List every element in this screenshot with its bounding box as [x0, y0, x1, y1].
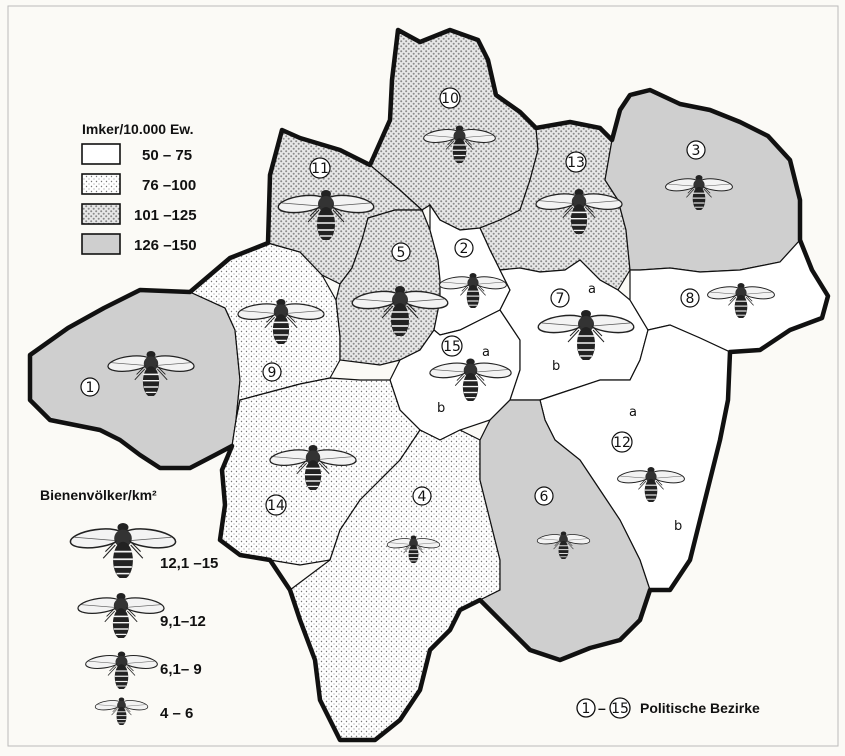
sub-area-12b: b: [674, 519, 682, 534]
legend-colonies-range-4: 4 – 6: [160, 705, 193, 722]
svg-text:6: 6: [540, 489, 549, 505]
legend-swatch-hatch: [81, 203, 121, 225]
svg-text:8: 8: [686, 291, 695, 307]
legend-beekeepers: Imker/10.000 Ew. 50 – 75 76 –100 101 –12…: [81, 121, 197, 255]
district-label-8: 8: [680, 288, 700, 308]
footnote-dash: –: [598, 700, 606, 716]
legend-beekeepers-title: Imker/10.000 Ew.: [82, 121, 194, 137]
svg-text:4: 4: [418, 489, 427, 505]
svg-text:5: 5: [397, 245, 406, 261]
legend-range-3: 101 –125: [134, 207, 197, 224]
legend-swatch-dots: [81, 173, 121, 195]
svg-text:3: 3: [692, 143, 701, 159]
district-label-13: 13: [565, 151, 587, 173]
district-label-12: 12: [611, 431, 633, 453]
district-label-15: 15: [441, 335, 463, 357]
sub-area-letters: a b a b a b: [437, 282, 682, 534]
legend-colonies: Bienenvölker/km² 12,1 –15 9,1–12 6,1– 9 …: [40, 487, 218, 725]
svg-text:9: 9: [268, 365, 277, 381]
district-label-2: 2: [454, 238, 474, 258]
district-label-11: 11: [309, 157, 331, 179]
legend-range-1: 50 – 75: [142, 147, 192, 164]
sub-area-15b: b: [437, 401, 445, 416]
svg-text:2: 2: [460, 241, 469, 257]
svg-text:7: 7: [556, 291, 565, 307]
svg-text:13: 13: [567, 155, 585, 171]
state-border: [27, 27, 831, 743]
sub-area-7a: a: [588, 282, 596, 297]
svg-text:14: 14: [267, 498, 285, 514]
district-label-5: 5: [391, 242, 411, 262]
district-label-7: 7: [550, 288, 570, 308]
district-label-3: 3: [686, 140, 706, 160]
legend-colonies-range-2: 9,1–12: [160, 613, 206, 630]
district-labels: 1 2 3 4 5 6 7 8 9 10 11 12 13 14 15: [80, 87, 706, 516]
footnote-symbol-from: 1: [582, 701, 591, 717]
district-label-14: 14: [265, 494, 287, 516]
district-label-1: 1: [80, 377, 100, 397]
district-label-10: 10: [439, 87, 461, 109]
sub-area-7b: b: [552, 359, 560, 374]
legend-bee-icon-medium: [76, 592, 166, 638]
footnote-symbol-to: 15: [611, 701, 629, 717]
legend-swatch-white: [81, 143, 121, 165]
svg-text:11: 11: [311, 161, 329, 177]
legend-range-2: 76 –100: [142, 177, 196, 194]
sub-area-12a: a: [629, 405, 637, 420]
svg-text:10: 10: [441, 91, 459, 107]
legend-colonies-title: Bienenvölker/km²: [40, 487, 157, 503]
district-label-9: 9: [262, 362, 282, 382]
legend-bee-icon-smallest: [94, 697, 149, 725]
footnote-label: Politische Bezirke: [640, 700, 760, 716]
legend-colonies-range-1: 12,1 –15: [160, 555, 218, 572]
svg-text:1: 1: [86, 380, 95, 396]
legend-colonies-range-3: 6,1– 9: [160, 661, 202, 678]
sub-area-15a: a: [482, 345, 490, 360]
svg-text:12: 12: [613, 435, 631, 451]
frame-border: [7, 5, 839, 747]
legend-range-4: 126 –150: [134, 237, 197, 254]
footnote: 1 – 15 Politische Bezirke: [576, 697, 760, 719]
district-label-6: 6: [534, 486, 554, 506]
district-label-4: 4: [412, 486, 432, 506]
legend-swatch-grey: [81, 233, 121, 255]
legend-bee-icon-small: [84, 650, 159, 689]
svg-text:15: 15: [443, 339, 461, 355]
